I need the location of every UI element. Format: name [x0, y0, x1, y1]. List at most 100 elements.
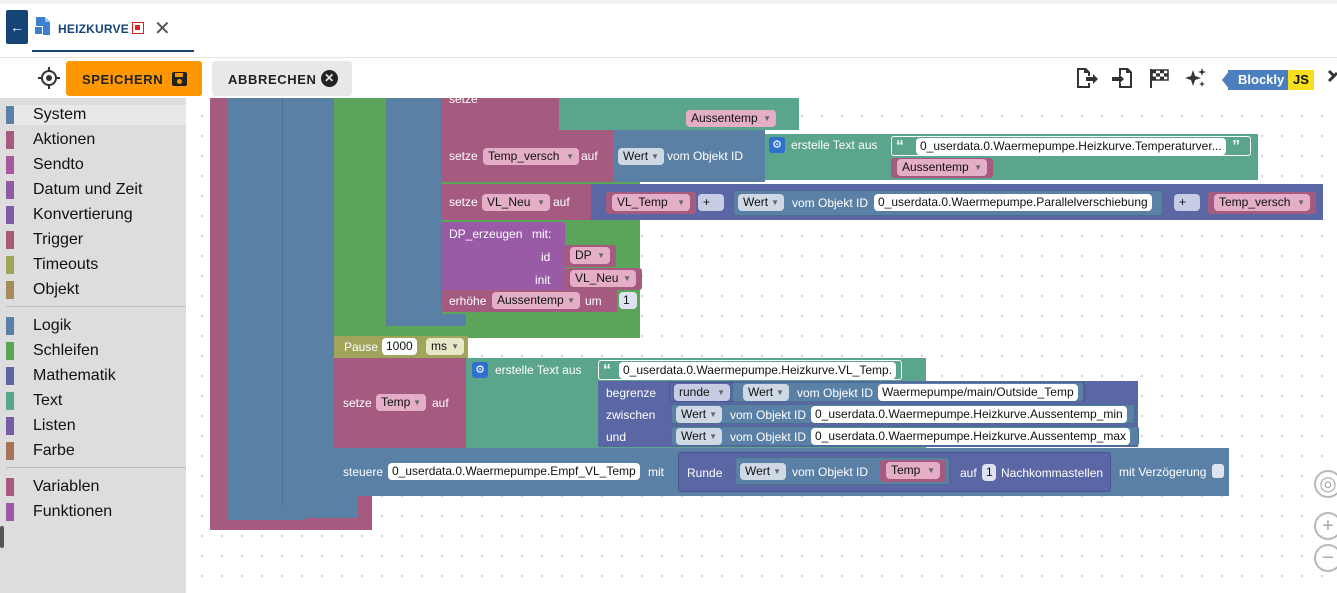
temp-versch-dropdown[interactable]: Temp_versch▼: [1214, 194, 1310, 211]
category-logik[interactable]: Logik: [6, 316, 186, 336]
export-icon[interactable]: [1074, 66, 1098, 90]
category-color-bar: [6, 206, 14, 224]
vl-temp-var-block[interactable]: VL_Temp▼: [606, 192, 696, 214]
wert-vom-objekt-block-4[interactable]: Wert▼ vom Objekt ID Temp▼: [735, 457, 950, 485]
category-label: Listen: [33, 417, 76, 434]
wert-dropdown[interactable]: Wert▼: [676, 406, 722, 423]
vom-objekt-label: vom Objekt ID: [797, 386, 874, 400]
category-objekt[interactable]: Objekt: [6, 280, 186, 300]
vl-neu-var-block[interactable]: VL_Neu▼: [564, 268, 642, 290]
temp-dropdown[interactable]: Temp▼: [886, 462, 940, 479]
wert-dropdown[interactable]: Wert▼: [618, 148, 664, 165]
category-color-bar: [6, 392, 14, 410]
category-datum-und-zeit[interactable]: Datum und Zeit: [6, 180, 186, 200]
category-trigger[interactable]: Trigger: [6, 230, 186, 250]
category-text[interactable]: Text: [6, 391, 186, 411]
wert-vom-objekt-block-min[interactable]: Wert▼ vom Objekt ID 0_userdata.0.Waermep…: [671, 404, 1135, 424]
zoom-out-button[interactable]: −: [1314, 544, 1337, 572]
if-block-bottom: [228, 508, 306, 520]
category-mathematik[interactable]: Mathematik: [6, 366, 186, 386]
increment-value[interactable]: 1: [619, 292, 637, 309]
dp-erzeugen-block[interactable]: DP_erzeugen mit: id init: [441, 222, 565, 290]
category-listen[interactable]: Listen: [6, 416, 186, 436]
crosshair-icon[interactable]: [38, 67, 60, 89]
close-icon[interactable]: ✕: [154, 18, 171, 40]
text-value[interactable]: 0_userdata.0.Waermepumpe.Heizkurve.VL_Te…: [619, 362, 897, 379]
aussentemp-top-var[interactable]: Aussentemp▼: [686, 110, 776, 127]
text-value[interactable]: 0_userdata.0.Waermepumpe.Heizkurve.Tempe…: [916, 138, 1226, 155]
category-color-bar: [6, 231, 14, 249]
category-timeouts[interactable]: Timeouts: [6, 255, 186, 275]
runde-dropdown[interactable]: runde▼: [674, 384, 730, 401]
var-dropdown-vl-neu[interactable]: VL_Neu▼: [482, 194, 550, 211]
category-color-bar: [6, 281, 14, 299]
temp-var-block[interactable]: Temp▼: [880, 460, 946, 482]
object-id-field[interactable]: 0_userdata.0.Waermepumpe.Heizkurve.Ausse…: [811, 428, 1131, 445]
more-icon[interactable]: [1326, 66, 1337, 90]
wert-dropdown[interactable]: Wert▼: [738, 194, 784, 211]
plus-operator-dropdown[interactable]: +: [698, 194, 724, 211]
wert-vom-objekt-block-max[interactable]: Wert▼ vom Objekt ID 0_userdata.0.Waermep…: [671, 426, 1139, 446]
dp-dropdown[interactable]: DP▼: [570, 247, 610, 264]
category-konvertierung[interactable]: Konvertierung: [6, 205, 186, 225]
inner-loop-if-frame[interactable]: [386, 98, 442, 326]
category-label: Objekt: [33, 281, 80, 298]
temp-versch-var-block[interactable]: Temp_versch▼: [1208, 192, 1316, 214]
category-farbe[interactable]: Farbe: [6, 441, 186, 461]
sidebar-resize-handle[interactable]: [0, 526, 4, 548]
zoom-in-button[interactable]: +: [1314, 512, 1337, 540]
aussentemp-var-block[interactable]: Aussentemp▼: [891, 158, 993, 178]
wert-vom-objekt-block-3[interactable]: Wert▼ vom Objekt ID Waermepumpe/main/Out…: [732, 382, 1084, 402]
plus-operator-dropdown-2[interactable]: +: [1174, 194, 1200, 211]
object-id-field[interactable]: 0_userdata.0.Waermepumpe.Empf_VL_Temp: [388, 463, 640, 480]
object-id-field[interactable]: Waermepumpe/main/Outside_Temp: [878, 384, 1078, 401]
aussentemp-dropdown[interactable]: Aussentemp▼: [897, 159, 987, 176]
var-dropdown-temp[interactable]: Temp▼: [376, 394, 426, 411]
stop-indicator-icon[interactable]: [132, 22, 144, 34]
category-system[interactable]: System: [6, 105, 186, 125]
tab-heizkurve[interactable]: HEIZKURVE ✕: [32, 10, 194, 52]
category-aktionen[interactable]: Aktionen: [6, 130, 186, 150]
back-arrow-icon[interactable]: ←: [6, 10, 28, 44]
recenter-icon[interactable]: ◎: [1314, 470, 1337, 498]
category-funktionen[interactable]: Funktionen: [6, 502, 186, 522]
blockly-workspace[interactable]: setze Aussentemp▼ setze auf Temp_versch▼…: [186, 98, 1337, 593]
pause-unit-dropdown[interactable]: ms▼: [426, 338, 464, 355]
setze-temp-block[interactable]: setze Temp▼ auf: [334, 358, 466, 448]
pause-block[interactable]: Pause 1000 ms▼: [334, 336, 468, 358]
delay-checkbox[interactable]: [1212, 464, 1224, 478]
category-variablen[interactable]: Variablen: [6, 477, 186, 497]
gear-icon[interactable]: ⚙: [769, 137, 785, 153]
vl-neu-dropdown[interactable]: VL_Neu▼: [570, 270, 636, 287]
wert-dropdown[interactable]: Wert▼: [740, 463, 786, 480]
text-literal-block[interactable]: “ 0_userdata.0.Waermepumpe.Heizkurve.Tem…: [891, 136, 1251, 156]
sparkle-icon[interactable]: [1183, 66, 1207, 90]
open-quote-icon: “: [603, 362, 611, 379]
wert-dropdown[interactable]: Wert▼: [676, 428, 722, 445]
wert-vom-objekt-block-2[interactable]: Wert▼ vom Objekt ID 0_userdata.0.Waermep…: [733, 190, 1163, 216]
gear-icon[interactable]: ⚙: [472, 362, 488, 378]
setze-dp-block[interactable]: setze: [441, 98, 559, 130]
object-id-field[interactable]: 0_userdata.0.Waermepumpe.Parallelverschi…: [874, 194, 1152, 211]
category-sendto[interactable]: Sendto: [6, 155, 186, 175]
setze-vl-neu-block[interactable]: setze auf: [441, 184, 601, 220]
setze-label: setze: [449, 98, 478, 106]
vl-temp-dropdown[interactable]: VL_Temp▼: [612, 194, 690, 211]
inner-if-frame[interactable]: [282, 98, 334, 506]
erhoehe-block[interactable]: erhöhe Aussentemp▼ um: [441, 290, 617, 312]
dp-var-block[interactable]: DP▼: [564, 245, 616, 267]
text-literal-block-2[interactable]: “ 0_userdata.0.Waermepumpe.Heizkurve.VL_…: [598, 360, 902, 380]
decimal-places-value[interactable]: 1: [982, 464, 996, 481]
aussentemp-dropdown[interactable]: Aussentemp▼: [492, 292, 580, 309]
wert-dropdown[interactable]: Wert▼: [743, 384, 789, 401]
category-label: Variablen: [33, 478, 100, 495]
pause-value[interactable]: 1000: [382, 338, 417, 355]
import-icon[interactable]: [1111, 66, 1135, 90]
object-id-field[interactable]: 0_userdata.0.Waermepumpe.Heizkurve.Ausse…: [811, 406, 1127, 423]
var-dropdown-temp-versch[interactable]: Temp_versch▼: [483, 148, 579, 165]
checkered-flag-icon[interactable]: [1147, 66, 1171, 90]
save-button[interactable]: SPEICHERN: [66, 61, 202, 96]
cancel-button[interactable]: ABBRECHEN ✕: [212, 61, 352, 96]
category-label: Text: [33, 392, 63, 409]
category-schleifen[interactable]: Schleifen: [6, 341, 186, 361]
